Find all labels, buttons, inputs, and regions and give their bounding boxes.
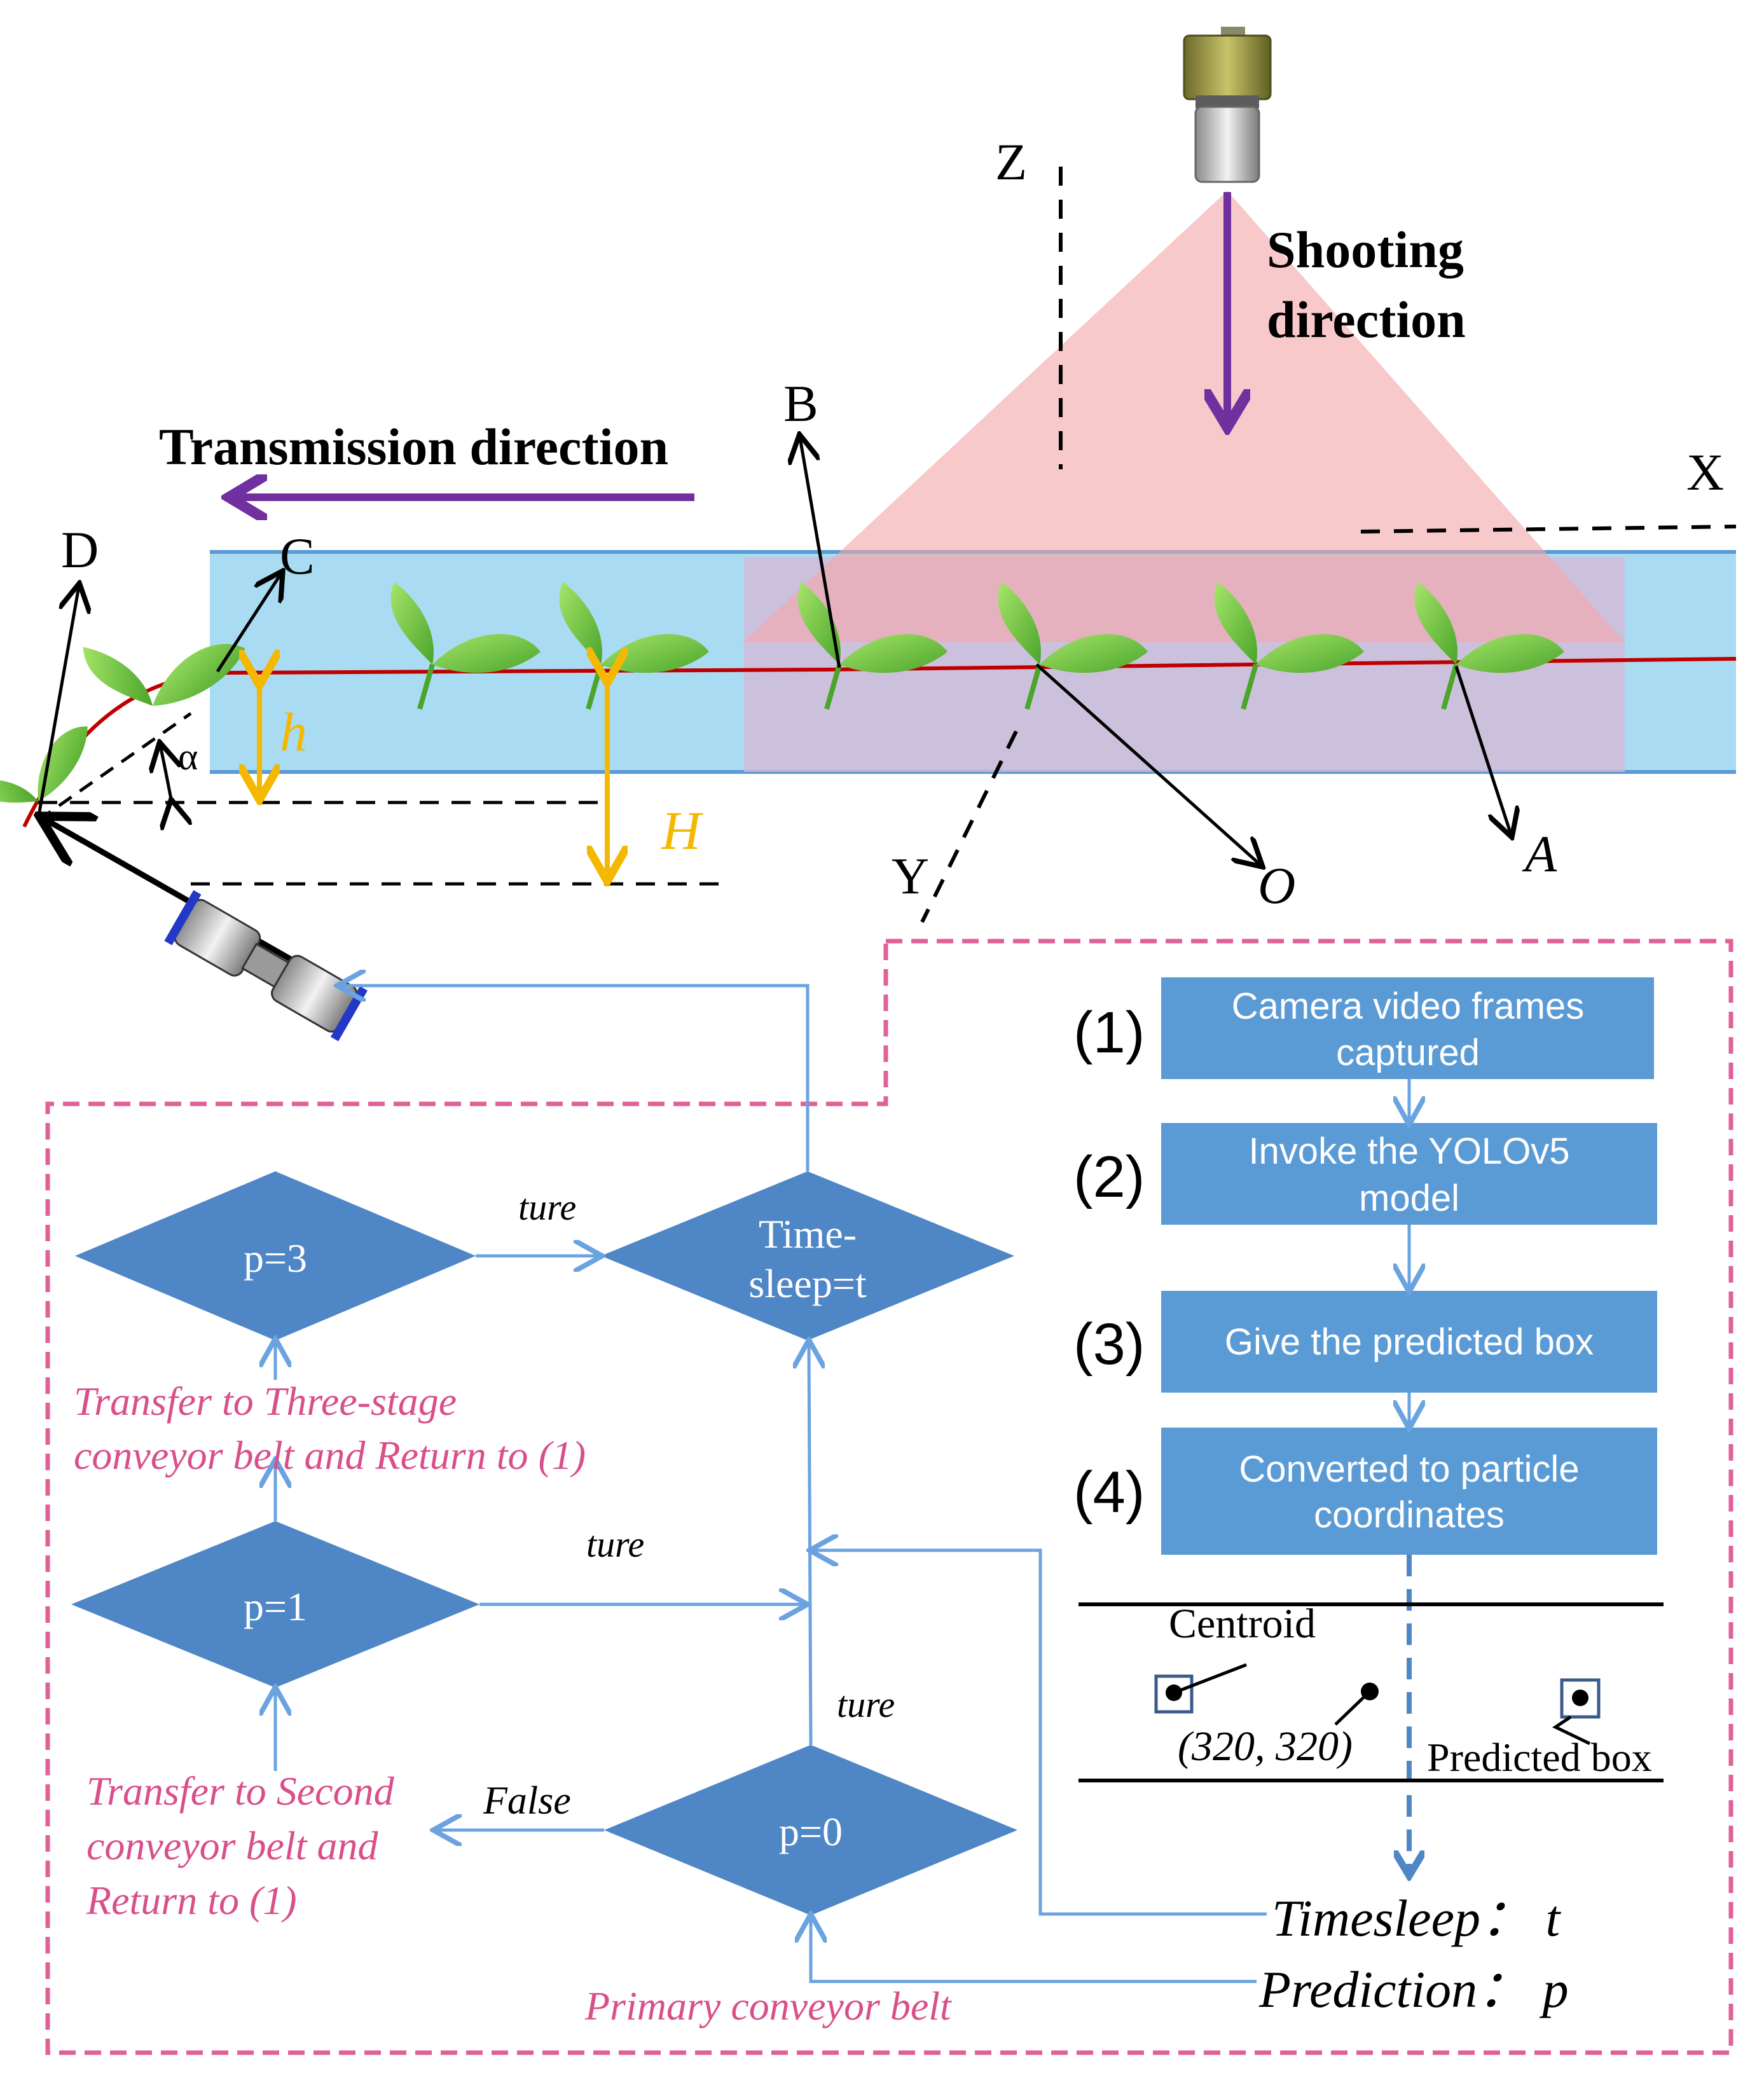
axis-y-line	[920, 730, 1018, 923]
true-label-2: ture	[586, 1524, 644, 1565]
shooting-direction-label-2: direction	[1267, 291, 1466, 348]
point-a-label: A	[1522, 825, 1557, 883]
process-box-2	[1161, 1123, 1657, 1225]
point-c-label: C	[280, 527, 315, 585]
point-b-label: B	[783, 375, 818, 432]
timesleep-output: Timesleep： t	[1272, 1889, 1561, 1947]
decision-timesleep	[601, 1171, 1014, 1340]
process-box-1	[1161, 977, 1654, 1079]
process-step-1-number: (1)	[1073, 1000, 1145, 1065]
seedling-icon-1	[390, 582, 541, 710]
vector-b	[800, 437, 841, 668]
process-step-4-number: (4)	[1073, 1460, 1145, 1525]
process-step-1-text: Camera video frames	[1232, 986, 1584, 1027]
height-H-label: H	[661, 800, 703, 861]
vector-a	[1454, 666, 1511, 834]
vector-d	[36, 586, 79, 820]
flow-timesleep-to-nozzle	[340, 986, 810, 1171]
true-label-3: ture	[837, 1684, 895, 1725]
centroid-label: Centroid	[1169, 1601, 1316, 1647]
coordinate-label: (320, 320)	[1178, 1723, 1353, 1770]
process-step-3-number: (3)	[1073, 1312, 1145, 1377]
camera-cone	[743, 191, 1625, 642]
axis-x-line	[1360, 525, 1737, 534]
three-stage-label: Transfer to Three-stage	[74, 1379, 457, 1424]
flow-timesleep-output	[813, 1550, 1267, 1916]
process-step-2-text: Invoke the YOLOv5	[1248, 1131, 1569, 1172]
decision-timesleep-text-2: sleep=t	[748, 1261, 867, 1306]
decision-timesleep-text: Time-	[759, 1211, 857, 1257]
seedling-icon-4	[998, 582, 1148, 710]
decision-p1-text: p=1	[244, 1584, 307, 1629]
process-step-2-text-2: model	[1359, 1178, 1459, 1219]
height-h-label: h	[280, 701, 307, 762]
transmission-direction-label: Transmission direction	[159, 418, 668, 476]
point-d-label: D	[61, 521, 99, 579]
process-box-3	[1161, 1291, 1657, 1393]
second-stage-label: Transfer to Second	[86, 1768, 395, 1814]
decision-p1	[71, 1521, 479, 1688]
seedling-icon-3	[797, 582, 947, 710]
predicted-box-dot-icon	[1572, 1690, 1588, 1706]
primary-belt-label: Primary conveyor belt	[584, 1983, 953, 2028]
process-step-2-number: (2)	[1073, 1145, 1145, 1209]
axis-x-label: X	[1686, 443, 1724, 501]
decision-p3	[75, 1171, 476, 1340]
centroid-box-icon	[1154, 1674, 1194, 1714]
point-o-label: O	[1258, 857, 1295, 914]
vector-c	[216, 574, 281, 673]
predicted-box-label: Predicted box	[1427, 1735, 1652, 1780]
process-step-4-text: Converted to particle	[1239, 1449, 1579, 1490]
process-step-3-text: Give the predicted box	[1225, 1321, 1594, 1363]
decision-p3-text: p=3	[244, 1236, 307, 1281]
process-step-1-text-2: captured	[1336, 1032, 1480, 1073]
seedling-icon-5	[1214, 582, 1364, 710]
second-stage-label-2: conveyor belt and	[86, 1823, 379, 1868]
second-stage-label-3: Return to (1)	[86, 1878, 297, 1923]
axis-z-label: Z	[995, 133, 1027, 191]
alpha-ray	[37, 712, 192, 822]
decision-p0	[604, 1745, 1017, 1915]
prediction-output: Prediction： p	[1258, 1960, 1569, 2018]
center-point-pointer	[1334, 1690, 1371, 1726]
ejection-vector	[45, 819, 317, 975]
predicted-box-icon	[1560, 1678, 1601, 1719]
angle-alpha-label: α	[178, 736, 198, 778]
seedling-icon-falling-2	[0, 726, 88, 803]
decision-p0-text: p=0	[779, 1809, 843, 1854]
flow-p0-to-timesleep	[809, 1343, 811, 1746]
alpha-arc	[160, 745, 172, 802]
predicted-box-pointer	[1552, 1715, 1591, 1746]
false-label: False	[483, 1779, 571, 1822]
seedling-icon-6	[1414, 582, 1564, 710]
overhead-camera-icon	[1183, 27, 1272, 183]
centroid-pointer	[1173, 1663, 1247, 1695]
vector-o	[1035, 663, 1260, 865]
process-box-4	[1161, 1428, 1657, 1555]
axis-y-label: Y	[892, 847, 929, 905]
dashed-frame	[45, 939, 1733, 2055]
seedling-icon-falling-1	[83, 644, 245, 706]
true-label-1: ture	[518, 1187, 576, 1228]
flow-prediction-output	[811, 1917, 1257, 1983]
process-step-4-text-2: coordinates	[1314, 1494, 1505, 1536]
air-nozzle-icon	[164, 890, 368, 1042]
shooting-direction-label: Shooting	[1267, 221, 1464, 279]
three-stage-label-2: conveyor belt and Return to (1)	[74, 1433, 586, 1478]
